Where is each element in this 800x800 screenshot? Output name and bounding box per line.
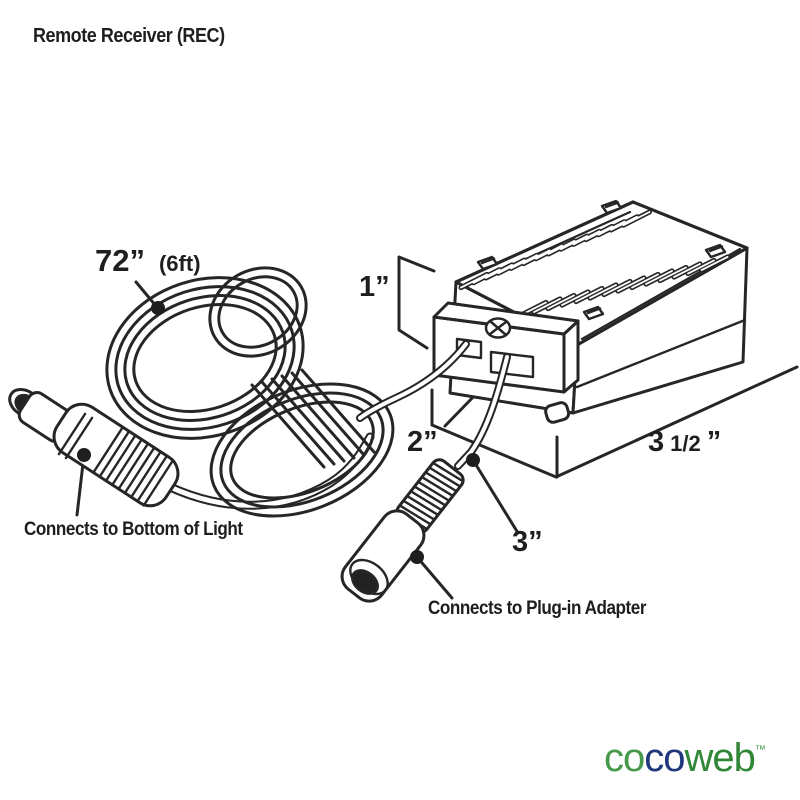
box-length-fraction: 1/2 [670, 431, 701, 456]
male-connector-collar [57, 412, 94, 460]
plugin-adapter-leader [415, 555, 454, 600]
brand-logo: cocoweb™ [604, 738, 766, 778]
bottom-light-dot [77, 448, 91, 462]
brand-logo-part3: web [684, 736, 756, 780]
terminal-screw [484, 317, 512, 339]
plugin-adapter-callout: Connects to Plug-in Adapter [428, 598, 647, 619]
page-title: Remote Receiver (REC) [33, 25, 225, 47]
male-connector-cable [165, 432, 375, 510]
female-connector [340, 458, 465, 603]
box-lid-seam [575, 318, 747, 389]
cable-length-value: 72” [95, 243, 145, 278]
cable-coil [105, 266, 395, 518]
wire-to-coil [356, 340, 470, 422]
vent-slots [458, 209, 731, 319]
box-length-label: 3 1/2 ” [648, 428, 721, 457]
female-connector-threads [396, 462, 464, 530]
cable-length-leader [134, 280, 158, 308]
bottom-light-callout: Connects to Bottom of Light [24, 519, 243, 540]
dimension-lines [75, 255, 799, 600]
cable-length-label: 72” (6ft) [95, 245, 201, 276]
screw-tabs [476, 199, 727, 321]
wire-slot-right [489, 350, 535, 379]
box-length-unit: ” [706, 426, 722, 458]
box-height-label: 1” [359, 271, 390, 303]
plugin-adapter-dot [410, 550, 424, 564]
female-connector-opening [351, 569, 379, 595]
brand-logo-part1: co [604, 736, 645, 780]
box-depth-label: 2” [407, 426, 438, 458]
cable-length-alt: (6ft) [158, 251, 201, 276]
male-connector-ribs [92, 426, 175, 507]
brand-logo-tm: ™ [754, 744, 766, 756]
box-foot [544, 401, 571, 424]
two-inch-extension [430, 423, 558, 479]
box-length-whole: 3 [648, 426, 665, 458]
brand-logo-part2: co [644, 736, 685, 780]
terminal-block-top [432, 301, 580, 336]
wire-to-adapter [454, 353, 511, 470]
cord-length-dot [466, 453, 480, 467]
three-half-inch-line [554, 365, 799, 479]
cord-length-label: 3” [512, 526, 543, 558]
one-inch-bracket [397, 255, 436, 350]
cable-length-dot [151, 301, 165, 315]
coil-wrap-strands [250, 368, 376, 469]
terminal-block [432, 301, 580, 394]
male-connector [8, 388, 180, 508]
leader-dots [77, 301, 480, 564]
cord-length-leader [471, 458, 520, 535]
